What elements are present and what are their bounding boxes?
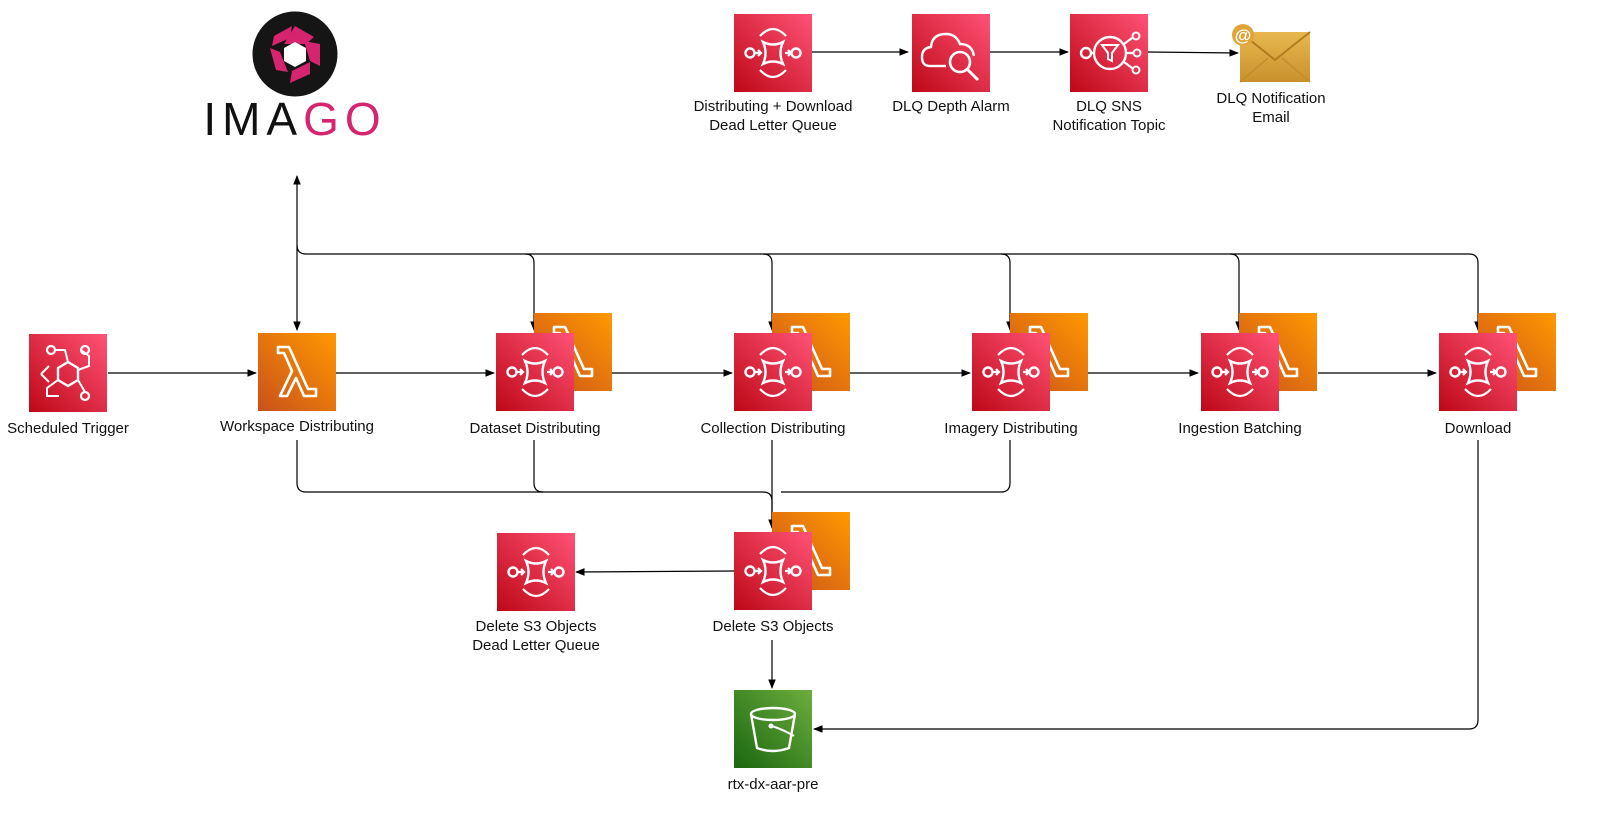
logo-wordmark-part2: GO [303,93,387,145]
dataset-distributing-label: Dataset Distributing [469,420,601,437]
delete-s3-dlq-node[interactable] [495,531,577,613]
ingestion-batching-label: Ingestion Batching [1178,420,1302,437]
lambda-icon [256,331,338,413]
sqs-icon [1199,331,1281,413]
bucket-label: rtx-dx-aar-pre [727,776,819,793]
sqs-icon [732,12,814,94]
sqs-icon [495,531,577,613]
edge-bus-to-ingestion [1229,253,1243,331]
collection-distributing-label: Collection Distributing [700,420,846,437]
scheduled-trigger-node[interactable] [29,334,107,412]
dlq-queue-label: Distributing + Download Dead Letter Queu… [694,97,853,135]
dlq-email-label-line2: Email [1252,109,1290,126]
edge-imagery-to-delete [781,440,1011,493]
dlq-queue-label-line2: Dead Letter Queue [709,117,837,134]
dataset-distributing-node[interactable] [494,311,614,413]
download-node[interactable] [1437,311,1558,413]
bucket-node[interactable] [734,690,812,768]
delete-s3-dlq-label-line2: Dead Letter Queue [472,637,600,654]
sqs-icon [1437,331,1519,413]
dlq-queue-node[interactable] [732,12,814,94]
dlq-email-label-line1: DLQ Notification [1216,90,1326,107]
collection-distributing-node[interactable] [732,311,852,413]
download-label: Download [1444,420,1512,437]
sqs-icon [494,331,576,413]
edge-bus-to-imagery [1000,253,1014,331]
scheduled-trigger-label: Scheduled Trigger [7,420,129,437]
ingestion-batching-node[interactable] [1199,311,1319,413]
edge-dataset-to-delete [533,440,544,493]
sqs-icon [970,331,1052,413]
imago-logo: IMAGO [200,8,390,144]
aperture-logo-icon [252,11,338,97]
logo-wordmark-part1: IMA [203,93,304,145]
logo-wordmark: IMAGO [200,94,390,144]
email-icon: @ [1232,24,1311,83]
dlq-queue-label-line1: Distributing + Download [693,98,853,115]
workspace-distributing-node[interactable] [256,331,338,413]
dlq-alarm-node[interactable] [912,14,990,92]
svg-text:@: @ [1235,26,1252,45]
edge-download-to-bucket [813,440,1479,733]
imagery-distributing-label: Imagery Distributing [944,420,1078,437]
delete-s3-dlq-label-line1: Delete S3 Objects [475,618,597,635]
imagery-distributing-node[interactable] [970,311,1090,413]
dlq-sns-label-line2: Notification Topic [1052,117,1166,134]
edge-bus-to-dataset [524,253,538,331]
s3-bucket-icon [734,690,812,768]
sqs-icon [732,331,814,413]
dlq-sns-label: DLQ SNS Notification Topic [1052,97,1165,135]
edge-delete-to-dlq [575,568,735,576]
edge-top-bus [296,244,1482,331]
dlq-alarm-label: DLQ Depth Alarm [892,98,1010,115]
dlq-email-node[interactable]: @ [1232,24,1311,83]
sqs-icon [732,530,814,612]
dlq-sns-node[interactable] [1070,14,1148,92]
connectors [108,48,1482,733]
delete-s3-label: Delete S3 Objects [712,618,834,635]
workspace-distributing-label: Workspace Distributing [220,418,374,435]
dlq-email-label: DLQ Notification Email [1216,89,1325,127]
dlq-sns-label-line1: DLQ SNS [1076,98,1142,115]
edge-bus-to-collection [762,253,776,331]
edge-sns-to-email [1147,49,1239,57]
delete-s3-dlq-label: Delete S3 Objects Dead Letter Queue [472,617,600,655]
delete-s3-node[interactable] [732,510,852,612]
